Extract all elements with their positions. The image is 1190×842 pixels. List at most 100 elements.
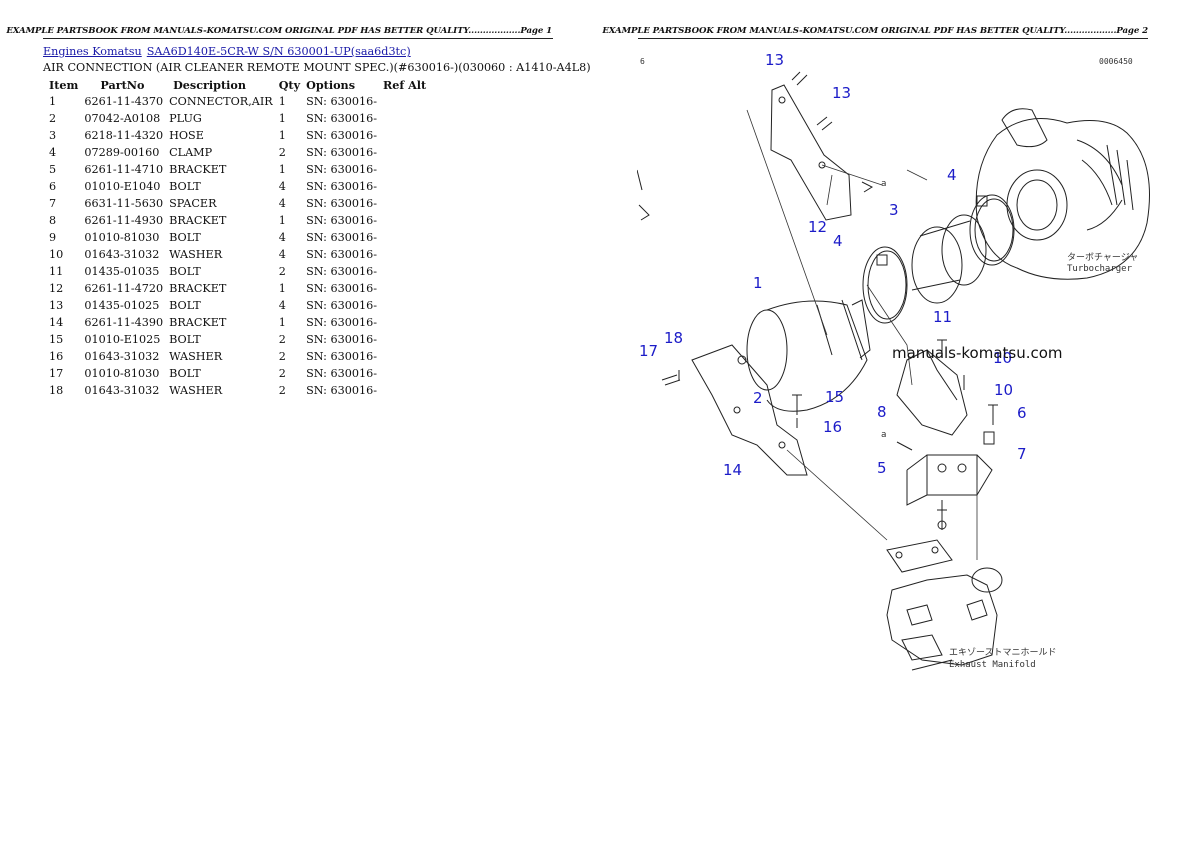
cell-refalt [377,195,426,212]
cell-refalt [377,161,426,178]
cell-description: WASHER [169,350,223,363]
watermark: manuals-komatsu.com [892,344,1063,362]
cell-partno: 01010-81030 [84,231,160,244]
callout-1: 1 [753,274,763,292]
cell-qty: 1 [278,282,286,295]
cell-partno: 07289-00160 [84,146,160,159]
parts-table: Item PartNo Description Qty Options Ref … [43,76,426,399]
cell-item: 10 [49,248,64,261]
cell-options: SN: 630016- [306,146,377,159]
cell-refalt [377,93,426,110]
callout-11: 11 [933,308,952,326]
page-1: EXAMPLE PARTSBOOK FROM MANUALS-KOMATSU.C… [6,26,591,399]
cell-item: 16 [49,350,64,363]
callout-12: 12 [808,218,827,236]
cell-options: SN: 630016- [306,316,377,329]
cell-qty: 4 [278,299,286,312]
cell-refalt [377,382,426,399]
cell-options: SN: 630016- [306,350,377,363]
callout-4-upper: 4 [947,166,957,184]
cell-description: BRACKET [169,316,227,329]
cell-refalt [377,348,426,365]
col-partno-header: PartNo [100,77,145,92]
section-title: AIR CONNECTION (AIR CLEANER REMOTE MOUNT… [43,61,591,74]
cell-partno: 01643-31032 [84,384,160,397]
cell-item: 3 [49,129,57,142]
cell-refalt [377,144,426,161]
cell-refalt [377,229,426,246]
callout-10: 10 [994,381,1013,399]
cell-qty: 1 [278,163,286,176]
callout-2: 2 [753,389,763,407]
diagram-code: 0006450 [1099,57,1133,66]
callout-9: 10 [993,349,1012,367]
cell-description: SPACER [169,197,217,210]
callout-13: 13 [832,84,851,102]
exhaust-manifold-drawing [886,539,1003,671]
cell-partno: 01643-31032 [84,248,160,261]
callout-18: 18 [664,329,683,347]
bracket-8-drawing [896,349,968,436]
cell-item: 15 [49,333,64,346]
cell-partno: 6218-11-4320 [84,129,164,142]
cell-qty: 1 [278,214,286,227]
callout-7: 7 [1017,445,1027,463]
page-header: EXAMPLE PARTSBOOK FROM MANUALS-KOMATSU.C… [6,26,552,36]
cell-description: CONNECTOR,AIR [169,95,273,108]
cell-options: SN: 630016- [306,367,377,380]
cell-description: WASHER [169,248,223,261]
cell-item: 4 [49,146,57,159]
callout-labels: 13 13 12 4 3 4 1 18 17 11 2 15 16 14 10 … [639,51,1027,479]
breadcrumb-link-model[interactable]: SAA6D140E-5CR-W S/N 630001-UP(saa6d3tc) [146,45,411,58]
cell-partno: 6261-11-4710 [84,163,164,176]
cell-options: SN: 630016- [306,231,377,244]
breadcrumb-link-engines[interactable]: Engines Komatsu [43,45,142,58]
cell-item: 7 [49,197,57,210]
cell-options: SN: 630016- [306,197,377,210]
callout-15: 15 [825,388,844,406]
ref-a-upper: a [881,179,886,189]
cell-description: BOLT [169,180,201,193]
cell-qty: 2 [278,350,286,363]
callout-14: 14 [723,461,742,479]
cell-description: CLAMP [169,146,213,159]
cell-options: SN: 630016- [306,163,377,176]
callout-8: 8 [877,403,887,421]
turbocharger-drawing [975,108,1150,280]
cell-partno: 6631-11-5630 [84,197,164,210]
cell-partno: 01435-01025 [84,299,160,312]
turbocharger-label-jp: ターボチャージャ [1067,252,1138,263]
cell-options: SN: 630016- [306,248,377,261]
cell-qty: 4 [278,231,286,244]
ref-a-lower: a [881,430,886,440]
cell-item: 14 [49,316,64,329]
cell-item: 5 [49,163,57,176]
cell-description: BRACKET [169,282,227,295]
cell-options: SN: 630016- [306,214,377,227]
callout-5: 5 [877,459,887,477]
col-options-header: Options [306,77,355,92]
cell-item: 6 [49,180,57,193]
cell-partno: 6261-11-4390 [84,316,164,329]
cell-options: SN: 630016- [306,180,377,193]
cell-description: BOLT [169,333,201,346]
cell-qty: 2 [278,367,286,380]
cell-item: 2 [49,112,57,125]
cell-qty: 2 [278,333,286,346]
exploded-parts-diagram: 13 13 12 4 3 4 1 18 17 11 2 15 16 14 10 … [637,51,1150,671]
breadcrumb: Engines Komatsu SAA6D140E-5CR-W S/N 63000… [43,45,411,58]
cell-partno: 6261-11-4370 [84,95,164,108]
col-description-header: Description [173,77,247,92]
cell-partno: 01010-E1040 [84,180,161,193]
